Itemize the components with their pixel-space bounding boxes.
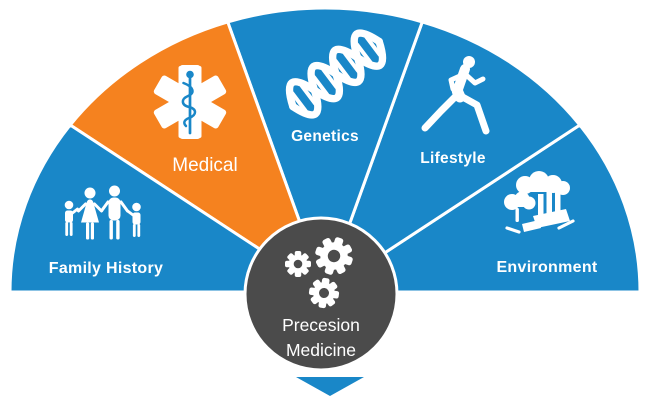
segment-medical-wedge xyxy=(68,20,327,294)
segment-genetics-wedge xyxy=(226,6,424,294)
segment-family-history-wedge xyxy=(8,123,327,294)
segment-genetics-label: Genetics xyxy=(291,128,359,145)
center-label-line2: Medicine xyxy=(286,340,356,360)
dna-helix-icon xyxy=(285,29,387,119)
family-icon xyxy=(64,185,141,240)
factory-smoke-icon xyxy=(504,171,575,234)
segment-family-history-label: Family History xyxy=(49,260,163,277)
segment-environment-wedge xyxy=(323,123,642,294)
center-label-line1: Precesion xyxy=(282,315,360,335)
gears-icon xyxy=(285,237,353,309)
star-of-life-icon xyxy=(153,65,227,139)
fan-wedges xyxy=(8,6,642,294)
segment-environment-label: Environment xyxy=(496,259,597,276)
segment-lifestyle-label: Lifestyle xyxy=(420,150,486,167)
rod-of-asclepius-icon xyxy=(181,70,197,135)
down-arrow-icon xyxy=(296,377,364,396)
runner-icon xyxy=(421,56,490,135)
segment-lifestyle-wedge xyxy=(323,20,582,294)
segment-medical-label: Medical xyxy=(172,155,237,176)
